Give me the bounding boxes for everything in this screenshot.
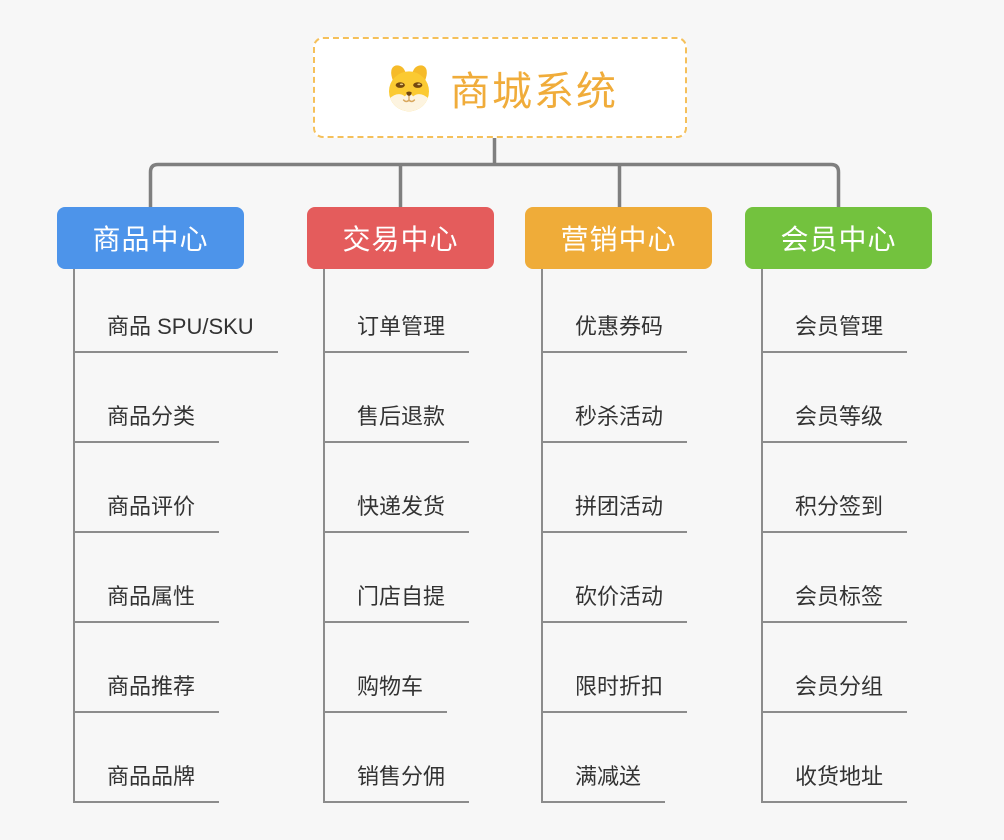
leaf-node[interactable]: 满减送 xyxy=(543,713,666,803)
branch-node-marketing[interactable]: 营销中心 xyxy=(525,207,712,269)
leaf-node[interactable]: 砍价活动 xyxy=(543,533,688,623)
branch-node-trade[interactable]: 交易中心 xyxy=(307,207,494,269)
leaf-node[interactable]: 商品品牌 xyxy=(75,713,220,803)
branch-node-members[interactable]: 会员中心 xyxy=(745,207,932,269)
leaf-node[interactable]: 会员标签 xyxy=(763,533,908,623)
leaf-node[interactable]: 优惠券码 xyxy=(543,269,688,353)
leaf-list-members: 会员管理会员等级积分签到会员标签会员分组收货地址 xyxy=(761,269,908,803)
leaf-node[interactable]: 商品属性 xyxy=(75,533,220,623)
branch-column-members: 会员中心 会员管理会员等级积分签到会员标签会员分组收货地址 xyxy=(745,207,945,803)
branch-column-marketing: 营销中心 优惠券码秒杀活动拼团活动砍价活动限时折扣满减送 xyxy=(525,207,725,803)
leaf-node[interactable]: 会员等级 xyxy=(763,353,908,443)
root-title: 商城系统 xyxy=(450,69,618,114)
leaf-node[interactable]: 拼团活动 xyxy=(543,443,688,533)
leaf-node[interactable]: 购物车 xyxy=(325,623,448,713)
leaf-node[interactable]: 会员管理 xyxy=(763,269,908,353)
leaf-node[interactable]: 售后退款 xyxy=(325,353,470,443)
leaf-node[interactable]: 商品分类 xyxy=(75,353,220,443)
root-node[interactable]: 商城系统 xyxy=(313,37,687,138)
leaf-node[interactable]: 会员分组 xyxy=(763,623,908,713)
leaf-list-marketing: 优惠券码秒杀活动拼团活动砍价活动限时折扣满减送 xyxy=(541,269,688,803)
leaf-node[interactable]: 商品推荐 xyxy=(75,623,220,713)
leaf-node[interactable]: 商品评价 xyxy=(75,443,220,533)
leaf-list-trade: 订单管理售后退款快递发货门店自提购物车销售分佣 xyxy=(323,269,470,803)
shiba-dog-icon xyxy=(389,64,429,111)
leaf-node[interactable]: 积分签到 xyxy=(763,443,908,533)
leaf-node[interactable]: 秒杀活动 xyxy=(543,353,688,443)
leaf-node[interactable]: 快递发货 xyxy=(325,443,470,533)
branch-node-products[interactable]: 商品中心 xyxy=(57,207,244,269)
leaf-node[interactable]: 限时折扣 xyxy=(543,623,688,713)
leaf-node[interactable]: 商品 SPU/SKU xyxy=(75,269,278,353)
leaf-node[interactable]: 收货地址 xyxy=(763,713,908,803)
leaf-node[interactable]: 门店自提 xyxy=(325,533,470,623)
leaf-node[interactable]: 销售分佣 xyxy=(325,713,470,803)
branch-column-trade: 交易中心 订单管理售后退款快递发货门店自提购物车销售分佣 xyxy=(307,207,507,803)
leaf-node[interactable]: 订单管理 xyxy=(325,269,470,353)
